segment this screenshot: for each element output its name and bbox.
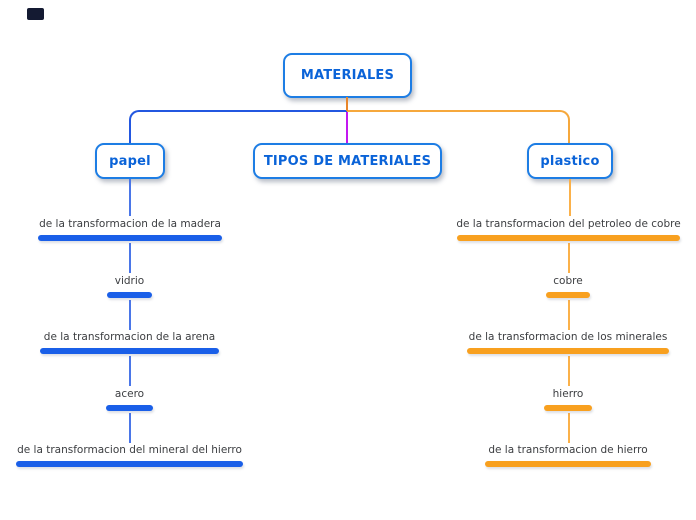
- root-node-label: MATERIALES: [300, 68, 395, 83]
- chain-item[interactable]: de la transformacion de la madera: [38, 218, 222, 241]
- connector-right-segment: [569, 179, 571, 216]
- branch-node-plastico[interactable]: plastico: [527, 143, 613, 179]
- item-underline-bar: [457, 235, 680, 241]
- connector-right-segment: [568, 300, 570, 330]
- item-underline-bar: [544, 405, 592, 411]
- item-label: acero: [114, 388, 145, 400]
- connector-right-segment: [568, 413, 570, 443]
- root-node-materiales[interactable]: MATERIALES: [283, 53, 412, 98]
- connector-right-segment: [568, 243, 570, 273]
- item-underline-bar: [38, 235, 222, 241]
- item-underline-bar: [485, 461, 651, 467]
- chain-item[interactable]: de la transformacion de hierro: [485, 444, 651, 467]
- item-underline-bar: [546, 292, 590, 298]
- item-label: de la transformacion de hierro: [488, 444, 648, 456]
- item-underline-bar: [107, 292, 152, 298]
- chain-item[interactable]: de la transformacion de la arena: [40, 331, 219, 354]
- branch-node-label: papel: [109, 153, 151, 169]
- connector-left-segment: [129, 413, 131, 443]
- connector-left-segment: [129, 300, 131, 330]
- center-topic-node[interactable]: TIPOS DE MATERIALES: [253, 143, 442, 179]
- branch-node-papel[interactable]: papel: [95, 143, 165, 179]
- item-label: de la transformacion del mineral del hie…: [17, 444, 242, 456]
- chain-item[interactable]: de la transformacion del petroleo de cob…: [456, 218, 681, 241]
- connector-left-segment: [129, 179, 131, 216]
- connector-root-stub: [346, 97, 348, 111]
- corner-dark-artifact: [27, 8, 44, 20]
- item-label: de la transformacion de la arena: [43, 331, 216, 343]
- chain-item[interactable]: de la transformacion del mineral del hie…: [16, 444, 243, 467]
- chain-item[interactable]: hierro: [544, 388, 592, 411]
- branch-node-label: plastico: [540, 153, 600, 169]
- connector-left-segment: [129, 356, 131, 386]
- item-underline-bar: [467, 348, 669, 354]
- connector-rail-right-orange: [347, 110, 570, 143]
- chain-item[interactable]: cobre: [546, 275, 590, 298]
- center-topic-label: TIPOS DE MATERIALES: [263, 153, 432, 169]
- item-label: de la transformacion de la madera: [39, 218, 221, 230]
- item-label: vidrio: [114, 275, 145, 287]
- chain-item[interactable]: acero: [106, 388, 153, 411]
- item-label: hierro: [552, 388, 584, 400]
- item-label: de la transformacion de los minerales: [468, 331, 668, 343]
- item-underline-bar: [106, 405, 153, 411]
- connector-center-stub-magenta: [346, 112, 348, 143]
- chain-item[interactable]: de la transformacion de los minerales: [467, 331, 669, 354]
- item-label: cobre: [553, 275, 583, 287]
- connector-right-segment: [568, 356, 570, 386]
- connector-rail-left-blue: [129, 110, 347, 143]
- item-underline-bar: [16, 461, 243, 467]
- item-underline-bar: [40, 348, 219, 354]
- connector-left-segment: [129, 243, 131, 273]
- chain-item[interactable]: vidrio: [107, 275, 152, 298]
- item-label: de la transformacion del petroleo de cob…: [456, 218, 681, 230]
